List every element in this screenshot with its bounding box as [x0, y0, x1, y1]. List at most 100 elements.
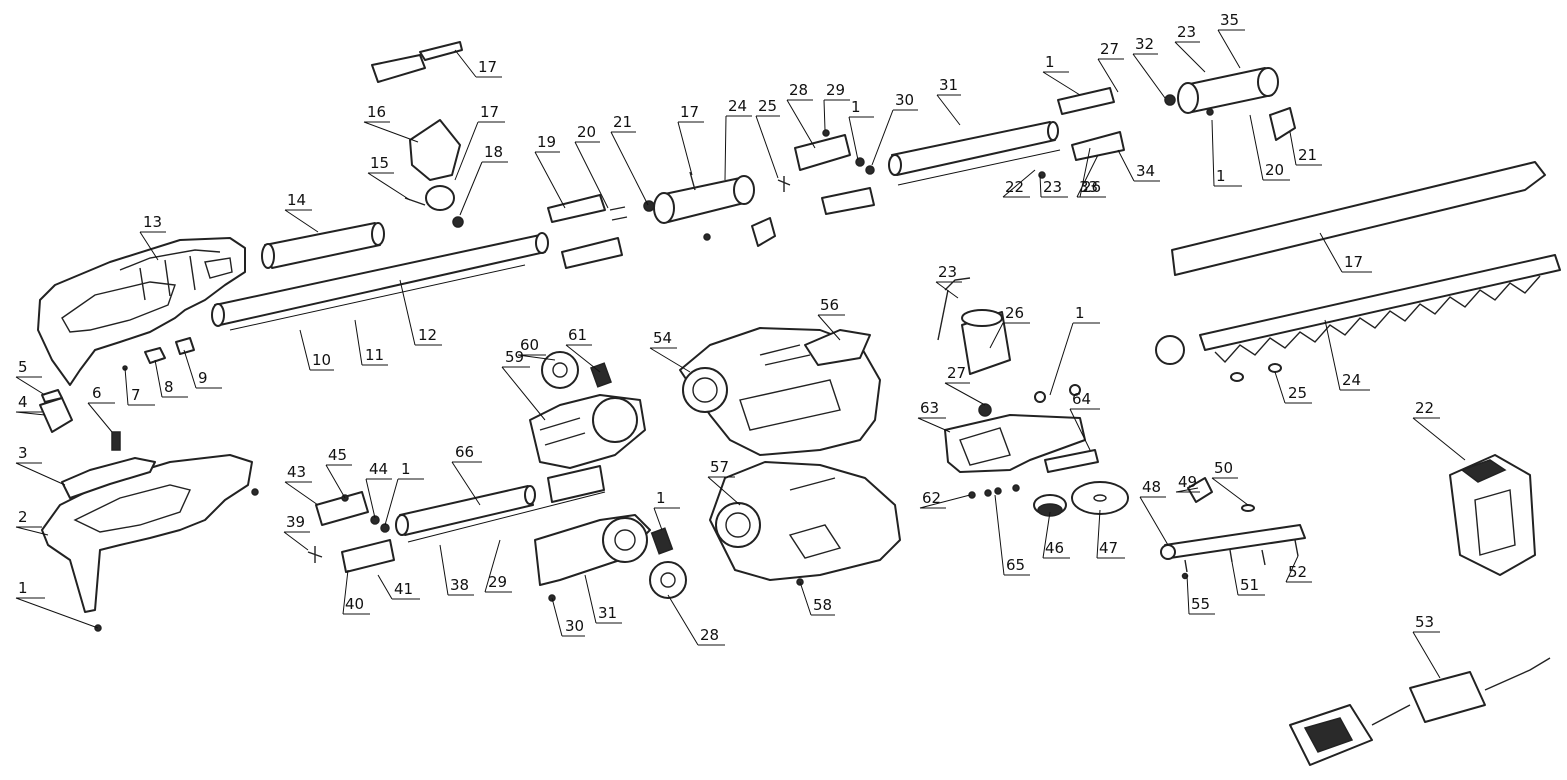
callout-label: 34 — [1136, 162, 1155, 180]
spring-30 — [855, 157, 865, 167]
callout-1: 1 — [384, 460, 424, 526]
callout-60: 60 — [517, 336, 556, 361]
callout-5: 5 — [15, 358, 46, 396]
callout-label: 24 — [1342, 371, 1361, 389]
callout-30: 30 — [871, 91, 918, 166]
switch-4-5 — [39, 389, 73, 433]
callout-25: 25 — [755, 97, 780, 179]
callout-label: 1 — [401, 460, 411, 478]
callout-leader — [610, 131, 649, 206]
callout-label: 1 — [1045, 53, 1055, 71]
callout-leader — [1412, 417, 1466, 461]
callout-label: 1 — [851, 98, 861, 116]
callout-leader — [501, 366, 546, 421]
callout-64: 64 — [1069, 390, 1100, 451]
nut-17-right — [1164, 94, 1176, 106]
callout-leader — [367, 172, 411, 201]
pin-31-lower — [380, 523, 390, 533]
block-38b — [547, 465, 605, 503]
callout-label: 27 — [947, 364, 966, 382]
callout-leader — [919, 494, 971, 509]
callout-leader — [1049, 322, 1100, 396]
callout-leader — [823, 99, 850, 131]
callout-11: 11 — [354, 319, 388, 366]
callout-leader — [284, 209, 319, 233]
gear-49 — [978, 403, 992, 417]
callout-10: 10 — [299, 329, 334, 371]
callout-label: 63 — [920, 399, 939, 417]
callout-leader — [1042, 71, 1081, 96]
callout-62: 62 — [919, 489, 971, 509]
callout-44: 44 — [365, 460, 392, 519]
callout-leader — [451, 461, 482, 506]
callout-13: 13 — [139, 213, 166, 261]
part-48b — [1069, 384, 1081, 396]
spring-41-bottom — [650, 527, 674, 555]
callout-27: 27 — [944, 364, 986, 406]
callout-label: 12 — [418, 326, 437, 344]
callout-leader — [1139, 496, 1169, 546]
callout-label: 49 — [1178, 473, 1197, 491]
rail-36-37 — [407, 491, 606, 543]
callout-leader — [284, 481, 319, 506]
callout-39: 39 — [283, 513, 310, 551]
callout-label: 9 — [198, 369, 208, 387]
callout-label: 5 — [18, 358, 28, 376]
callout-leader — [87, 402, 115, 433]
callout-leader — [1249, 114, 1290, 181]
callout-label: 20 — [1265, 161, 1284, 179]
plate-32 — [821, 187, 875, 215]
callout-4: 4 — [15, 393, 46, 416]
callout-46: 46 — [1042, 511, 1070, 559]
callout-label: 48 — [1142, 478, 1161, 496]
callout-58: 58 — [799, 581, 835, 616]
callout-38: 38 — [439, 544, 474, 596]
callout-label: 31 — [598, 604, 617, 622]
callout-label: 30 — [895, 91, 914, 109]
callout-31: 31 — [936, 76, 961, 126]
upper-handle-half-13 — [37, 237, 246, 386]
coupler-20-right — [1057, 87, 1115, 115]
callout-label: 33 — [1079, 178, 1098, 196]
small-parts-7-8-9 — [122, 337, 195, 371]
coupler-22-right — [1071, 131, 1125, 161]
callout-25: 25 — [1274, 371, 1312, 404]
callout-1: 1 — [1042, 53, 1081, 96]
callout-20: 20 — [574, 123, 609, 209]
callout-66: 66 — [451, 443, 482, 506]
callout-leader — [1319, 232, 1372, 273]
callout-label: 58 — [813, 596, 832, 614]
callout-leader — [15, 526, 49, 536]
callout-leader — [994, 494, 1030, 576]
callout-leader — [454, 49, 502, 78]
callout-label: 19 — [537, 133, 556, 151]
callout-label: 17 — [478, 58, 497, 76]
callout-label: 32 — [1135, 35, 1154, 53]
motor-47 — [937, 277, 1011, 375]
lower-housing-44 — [709, 461, 901, 581]
callout-23: 23 — [935, 263, 962, 299]
callout-29: 29 — [823, 81, 850, 131]
callout-label: 62 — [922, 489, 941, 507]
callout-28: 28 — [786, 81, 816, 149]
callout-leader — [484, 539, 512, 593]
callout-24: 24 — [1324, 319, 1370, 391]
lower-handle-half-2 — [41, 454, 253, 613]
callout-leader — [1175, 487, 1200, 493]
callout-label: 2 — [18, 508, 28, 526]
callout-label: 26 — [1005, 304, 1024, 322]
callout-label: 25 — [1288, 384, 1307, 402]
callout-label: 30 — [565, 617, 584, 635]
callout-53: 53 — [1412, 613, 1441, 679]
rail-10-11 — [229, 264, 526, 331]
callout-47: 47 — [1096, 509, 1125, 559]
callout-leader — [183, 349, 222, 389]
callout-59: 59 — [501, 348, 546, 421]
callout-63: 63 — [917, 399, 951, 433]
screws-1 — [94, 108, 1214, 632]
callout-7: 7 — [124, 367, 155, 406]
callout-label: 3 — [18, 444, 28, 462]
callout-label: 18 — [484, 143, 503, 161]
callout-label: 54 — [653, 329, 672, 347]
callout-label: 1 — [1075, 304, 1085, 322]
